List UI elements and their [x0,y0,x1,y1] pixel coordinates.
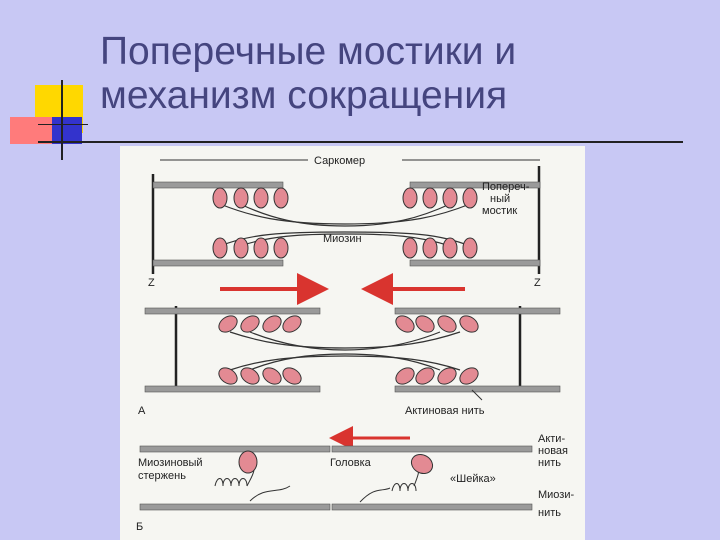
myosin-label: Миозин [323,233,362,245]
myosin-rod-label-1: Миозиновый [138,457,203,469]
decor-horizontal-line-short [38,124,88,125]
actin-filament-bottom-right [409,259,541,267]
myosin-fil-label-1: Миози- [538,489,574,501]
actin-b-right [331,445,533,453]
actin-contracted-top-right [394,307,561,315]
slide-title: Поперечные мостики и механизм сокращения [100,30,516,118]
myosin-fil-label-2: нить [538,507,561,519]
cross-bridge-label-2: ный [490,193,510,205]
neck-label: «Шейка» [450,473,496,485]
myosin-thick-filament-a2 [229,331,461,371]
cross-bridge-label-1: Попереч- [482,181,530,193]
myosin-heads-a2 [218,315,479,385]
actin-b-label-1: Акти- [538,433,565,445]
myosin-thick-filament-a1 [219,203,471,247]
actin-filament-top-left [152,181,284,189]
sarcomere-label: Саркомер [314,155,365,167]
myosin-rod-label-2: стержень [138,470,186,482]
actin-contracted-bottom-left [144,385,321,393]
myosin-head-right [410,453,434,475]
actin-b-left [139,445,331,453]
z-label-left: Z [148,277,155,289]
panel-a-label: А [138,405,146,417]
decor-horizontal-line [38,141,683,143]
diagram-svg: Саркомер Попереч- ный мостик Миозин Z Z [136,155,574,533]
actin-filament-label: Актиновая нить [405,405,485,417]
panel-b-label: Б [136,521,143,533]
z-label-right: Z [534,277,541,289]
title-line-2: механизм сокращения [100,74,508,117]
sarcomere-diagram: Саркомер Попереч- ный мостик Миозин Z Z [120,146,585,540]
head-label: Головка [330,457,372,469]
actin-contracted-bottom-right [394,385,561,393]
actin-contracted-top-left [144,307,321,315]
myosin-head-left [238,450,258,474]
decor-blue-square [52,117,82,144]
actin-b-label-3: нить [538,457,561,469]
myosin-heads-a1 [212,187,478,259]
decor-red-square [10,117,55,144]
myosin-b-left [139,503,331,511]
actin-filament-top-right [409,181,541,189]
myosin-b-right [331,503,533,511]
neck-spring-right [359,465,420,503]
cross-bridge-label-3: мостик [482,205,517,217]
decor-vertical-line [61,80,63,160]
actin-filament-bottom-left [152,259,284,267]
title-line-1: Поперечные мостики и [100,30,517,73]
actin-b-label-2: новая [538,445,568,457]
actin-pointer-line [471,389,483,401]
